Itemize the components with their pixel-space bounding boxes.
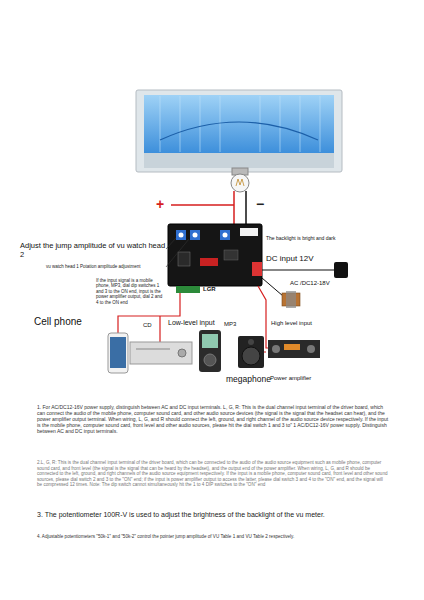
amplifier-picture: [268, 340, 320, 358]
transformer-wire: [262, 278, 283, 296]
cd-player-picture: [130, 342, 192, 364]
leader-line: [166, 239, 189, 267]
power-adapter: [334, 262, 348, 278]
device-label: MP3: [224, 321, 250, 328]
adapter-cable: [262, 269, 334, 270]
note-paragraph: 4. Adjustable potentiometers "50k-1" and…: [37, 534, 389, 540]
pot-note: vu watch head 1 Potation amplitude adjus…: [46, 264, 164, 269]
pin-name: LGR: [203, 286, 233, 293]
note-paragraph: 3. The potentiometer 100R-V is used to a…: [37, 511, 389, 519]
cell-phone-picture: [108, 333, 128, 373]
input-label: High level input: [271, 320, 341, 327]
backlight-note: The backlight is bright and dark: [266, 235, 366, 241]
polarity-mark: +: [156, 196, 176, 213]
speaker-picture: [238, 336, 264, 368]
power-label: AC /DC12-18V: [290, 280, 370, 287]
dip-switch-note: If the input signal is a mobile phone, M…: [96, 278, 166, 305]
polarity-mark: −: [256, 196, 276, 213]
device-label: CD: [143, 322, 157, 329]
leader-line: [166, 238, 176, 249]
power-label: DC input 12V: [266, 254, 376, 264]
red-wire: [171, 191, 234, 224]
device-label: Cell phone: [34, 316, 104, 328]
note-paragraph: 1. For AC/DC12-16V power supply, disting…: [37, 404, 389, 434]
transformer: [282, 291, 300, 308]
mp3-picture: [199, 330, 221, 372]
note-paragraph: 2.L, G, R: This is the dual channel inpu…: [37, 460, 389, 488]
device-label: Power amplifier: [270, 375, 340, 382]
driver-board: [168, 224, 262, 293]
input-label: Low-level input: [168, 319, 226, 327]
adjust-note: Adjust the jump amplitude of vu watch he…: [20, 241, 166, 259]
vu-meter: [136, 90, 342, 192]
black-wire: [245, 191, 247, 224]
